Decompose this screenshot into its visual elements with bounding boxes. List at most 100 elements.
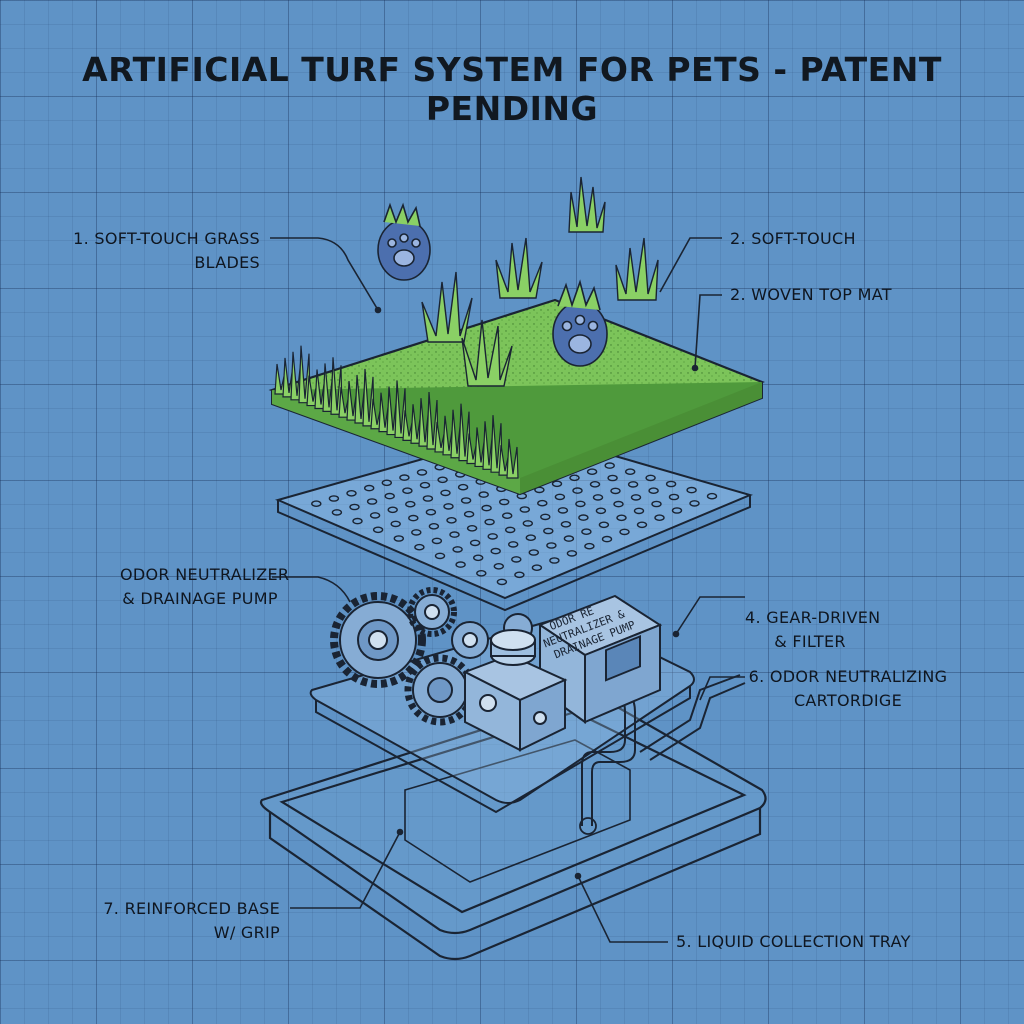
drain-hole [645, 474, 656, 482]
label-grass-blades: 1. SOFT-TOUCH GRASS BLADES [60, 227, 260, 275]
drain-hole [434, 552, 446, 560]
drain-hole [654, 514, 665, 522]
drain-hole [528, 549, 539, 556]
drain-hole [460, 497, 472, 504]
grass-tuft [421, 271, 473, 343]
drain-hole [613, 500, 624, 508]
drain-hole [446, 517, 457, 524]
label-odor-pump-line-1: ODOR NEUTRALIZER [120, 565, 290, 584]
drain-hole [455, 561, 466, 568]
drain-hole [481, 504, 492, 512]
drain-hole [478, 491, 489, 498]
drain-hole [633, 507, 645, 515]
drain-hole [496, 578, 508, 586]
drain-hole [408, 514, 419, 522]
label-gear-filter: 4. GEAR-DRIVEN & FILTER [745, 606, 880, 654]
drain-hole [601, 535, 613, 543]
drain-hole [493, 563, 504, 570]
drain-hole [589, 480, 601, 488]
drain-hole [437, 476, 448, 484]
drain-hole [607, 474, 618, 482]
drain-hole [584, 542, 595, 550]
drain-hole [352, 517, 363, 525]
drain-hole [369, 512, 381, 519]
drain-hole [476, 570, 487, 577]
drain-hole [546, 542, 557, 549]
drain-hole [549, 557, 560, 564]
gear-assembly [330, 587, 533, 726]
label-liquid-tray: 5. LIQUID COLLECTION TRAY [676, 930, 911, 954]
diagram-title: ARTIFICIAL TURF SYSTEM FOR PETS - PATENT… [82, 50, 942, 128]
drain-hole [428, 523, 440, 530]
label-cartridge-line-2: CARTORDIGE [793, 691, 903, 710]
drain-hole [405, 500, 416, 508]
drain-hole [569, 474, 580, 482]
label-grass-blades-line-1: 1. SOFT-TOUCH GRASS [73, 229, 260, 248]
label-reinforced-base-line-2: W/ GRIP [213, 923, 280, 942]
liquid-collection-tray [259, 696, 767, 961]
drain-hole [349, 503, 360, 511]
label-reinforced-base: 7. REINFORCED BASE W/ GRIP [80, 897, 280, 945]
drain-hole [384, 492, 395, 500]
drain-hole [619, 528, 630, 536]
drain-hole [522, 520, 533, 527]
label-odor-pump: ODOR NEUTRALIZER & DRAINAGE PUMP [120, 563, 290, 611]
label-cartridge: 6. ODOR NEUTRALIZING CARTORDIGE [748, 665, 948, 713]
drain-hole [311, 500, 322, 508]
drainage-pump-housing [462, 594, 663, 752]
label-woven-top-mat-text: 2. WOVEN TOP MAT [730, 285, 892, 304]
drain-hole [525, 534, 536, 542]
grass-tufts [421, 176, 659, 387]
drain-hole [328, 495, 340, 502]
drain-hole [431, 537, 443, 545]
drain-hole [393, 535, 404, 542]
drain-hole [440, 489, 451, 497]
drain-hole [554, 493, 566, 501]
drain-hole [625, 468, 636, 476]
drain-hole [519, 506, 530, 513]
drain-hole [581, 528, 592, 536]
drain-hole [466, 525, 478, 532]
label-reinforced-base-line-1: 7. REINFORCED BASE [103, 899, 280, 918]
drain-hole [463, 510, 475, 518]
drain-hole [586, 468, 598, 476]
grass-tuft [615, 237, 659, 301]
drain-hole [578, 514, 589, 521]
drain-hole [331, 509, 343, 516]
drain-hole [610, 487, 621, 495]
drain-hole [452, 546, 463, 553]
grass-blade-edge [274, 345, 519, 479]
label-gear-filter-line-2: & FILTER [774, 632, 846, 651]
drain-hole [563, 535, 575, 542]
drain-hole [540, 513, 551, 521]
drain-hole [502, 512, 513, 520]
drain-hole [706, 492, 718, 500]
grass-tuft [568, 176, 606, 233]
drain-hole [505, 526, 516, 534]
drain-hole [443, 503, 454, 510]
drain-hole [543, 527, 554, 535]
woven-top-mat [268, 298, 765, 496]
drain-hole [499, 498, 510, 506]
drain-hole [514, 571, 525, 579]
drain-hole [425, 508, 437, 516]
drain-hole [402, 487, 413, 495]
drain-hole [364, 484, 375, 492]
drain-hole [457, 483, 469, 491]
drain-hole [598, 521, 610, 529]
drain-hole [387, 506, 398, 514]
drain-hole [484, 518, 495, 526]
drain-hole [372, 526, 384, 534]
drain-hole [686, 486, 697, 494]
drain-hole [665, 480, 677, 488]
drain-hole [422, 495, 434, 502]
drain-hole [648, 487, 659, 495]
drain-hole [346, 489, 357, 497]
paw-ball-right [552, 279, 608, 367]
label-liquid-tray-text: 5. LIQUID COLLECTION TRAY [676, 932, 911, 951]
label-soft-touch-text: 2. SOFT-TOUCH [730, 229, 856, 248]
drain-hole [366, 498, 378, 505]
drain-hole [490, 547, 501, 555]
